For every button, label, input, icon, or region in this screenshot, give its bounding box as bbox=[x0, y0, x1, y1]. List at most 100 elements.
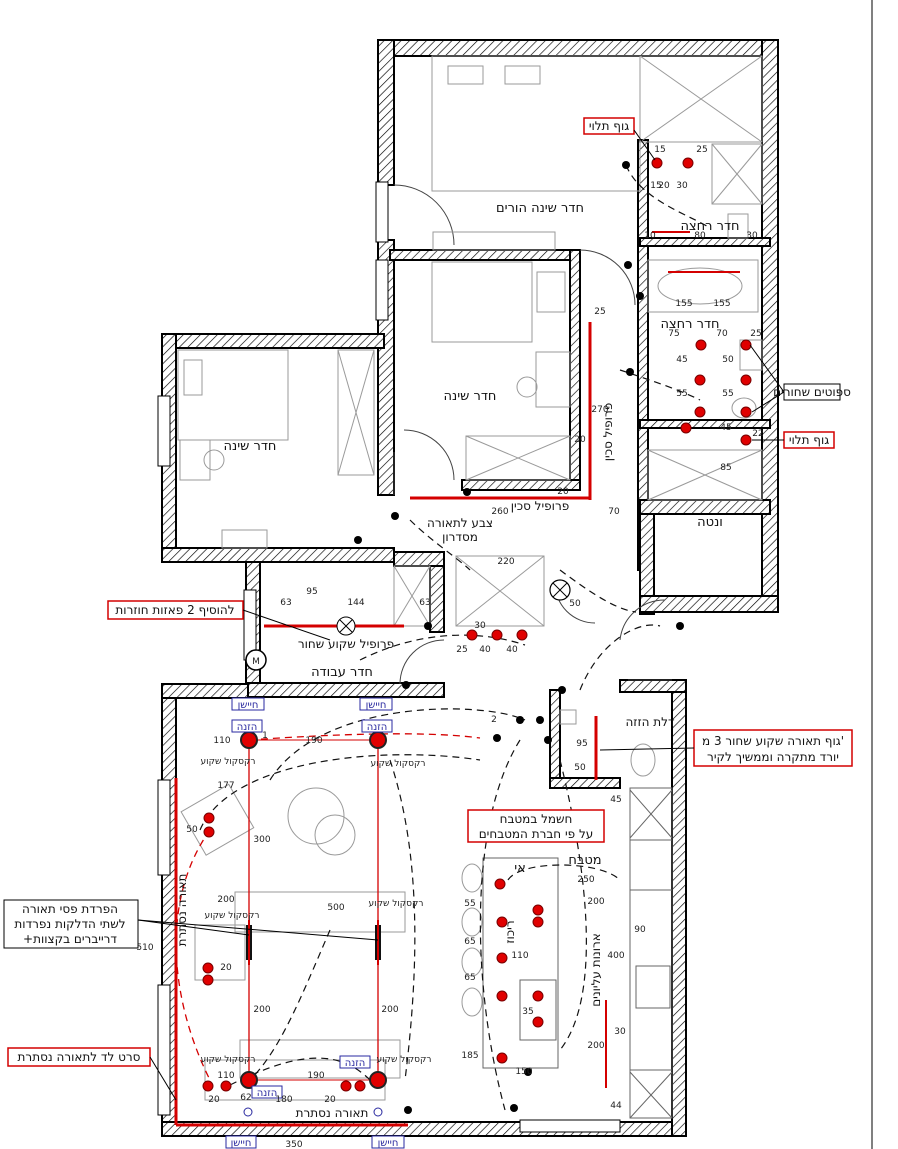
svg-text:260: 260 bbox=[491, 507, 508, 517]
note-spine-profile: פרופיל סכין bbox=[511, 499, 569, 513]
svg-text:30: 30 bbox=[746, 231, 758, 241]
svg-text:25: 25 bbox=[696, 145, 707, 155]
svg-text:220: 220 bbox=[497, 557, 514, 567]
svg-text:350: 350 bbox=[285, 1140, 302, 1149]
note-spine-profile-vertical: פרופיל סכין bbox=[601, 403, 615, 461]
svg-text:25: 25 bbox=[594, 307, 605, 317]
svg-text:10: 10 bbox=[644, 231, 656, 241]
svg-text:20: 20 bbox=[220, 963, 232, 973]
svg-text:45: 45 bbox=[720, 423, 731, 433]
svg-text:200: 200 bbox=[381, 1005, 398, 1015]
svg-text:30: 30 bbox=[676, 181, 688, 191]
svg-text:180: 180 bbox=[275, 1095, 292, 1105]
svg-text:95: 95 bbox=[576, 739, 587, 749]
svg-text:50: 50 bbox=[722, 355, 734, 365]
svg-text:1: 1 bbox=[262, 731, 268, 741]
linear-lights bbox=[246, 920, 381, 965]
svg-text:150: 150 bbox=[515, 1067, 532, 1077]
svg-text:200: 200 bbox=[587, 1041, 604, 1051]
svg-text:62: 62 bbox=[240, 1093, 251, 1103]
svg-text:177: 177 bbox=[217, 781, 234, 791]
svg-text:20: 20 bbox=[658, 181, 670, 191]
room-island: אי bbox=[514, 861, 526, 876]
tags: חיישן הזנה חיישן הזנה הזנה הזנה חיישן חי… bbox=[225, 697, 405, 1149]
note-recessed-2: רקסקול שקוע bbox=[371, 759, 426, 769]
svg-text:40: 40 bbox=[506, 645, 518, 655]
svg-text:30: 30 bbox=[474, 621, 486, 631]
svg-text:200: 200 bbox=[587, 897, 604, 907]
note-corridor-color: צבע לתאורה bbox=[427, 516, 493, 530]
svg-text:70: 70 bbox=[608, 507, 620, 517]
svg-text:55: 55 bbox=[464, 899, 475, 909]
note-light-body-1: גוף תאורה שקוע שחור 3 מ' bbox=[702, 734, 844, 748]
note-pendant-bottom: גוף תלוי bbox=[789, 433, 829, 447]
room-parents-bedroom: חדר שינה הורים bbox=[496, 201, 584, 216]
note-kitchen-under: ריכוז bbox=[503, 920, 517, 943]
tag-sensor-3: חיישן bbox=[231, 1138, 252, 1149]
meter-icon: M bbox=[245, 649, 267, 671]
svg-text:63: 63 bbox=[280, 598, 291, 608]
svg-text:75: 75 bbox=[668, 329, 679, 339]
svg-text:85: 85 bbox=[720, 463, 731, 473]
svg-text:2: 2 bbox=[491, 715, 497, 725]
note-recessed-6: רקסקול שקוע bbox=[377, 1055, 432, 1065]
note-separation-2: לשתי הדלקות נפרדות bbox=[14, 917, 125, 931]
tag-sensor-2: חיישן bbox=[366, 700, 387, 711]
svg-text:300: 300 bbox=[253, 835, 270, 845]
note-shower-door: דלת הזזה bbox=[625, 715, 675, 729]
svg-text:155: 155 bbox=[675, 299, 692, 309]
svg-text:30: 30 bbox=[614, 1027, 626, 1037]
svg-text:65: 65 bbox=[464, 973, 475, 983]
note-light-body-2: יורד מתקרה וממשיך לקיר bbox=[707, 750, 839, 764]
svg-text:185: 185 bbox=[461, 1051, 478, 1061]
svg-text:55: 55 bbox=[722, 389, 733, 399]
tag-sensor-1: חיישן bbox=[238, 700, 259, 711]
doors bbox=[393, 184, 672, 685]
dimensions: 15 25 15 20 30 10 80 30 155 155 75 70 25… bbox=[136, 145, 763, 1149]
note-kitchen-cabinets: ארונות עליונים bbox=[589, 933, 603, 1007]
note-separation-3: +דרייברים בקצוות bbox=[23, 932, 117, 946]
room-bath-2: חדר רחצה bbox=[660, 317, 719, 332]
svg-text:20: 20 bbox=[574, 435, 586, 445]
svg-text:50: 50 bbox=[574, 763, 586, 773]
svg-text:50: 50 bbox=[186, 825, 198, 835]
svg-text:110: 110 bbox=[511, 951, 528, 961]
windows bbox=[157, 181, 621, 1133]
svg-text:20: 20 bbox=[324, 1095, 336, 1105]
svg-text:20: 20 bbox=[208, 1095, 220, 1105]
svg-text:44: 44 bbox=[610, 1101, 622, 1111]
svg-text:190: 190 bbox=[307, 1071, 324, 1081]
svg-text:95: 95 bbox=[306, 587, 317, 597]
svg-text:22: 22 bbox=[752, 429, 763, 439]
note-separation-1: הפרדת פסי תאורה bbox=[22, 902, 118, 916]
room-bath-1: חדר רחצה bbox=[680, 219, 739, 234]
tag-hanger-4: הזנה bbox=[257, 1088, 278, 1099]
svg-text:55: 55 bbox=[676, 389, 687, 399]
svg-text:35: 35 bbox=[522, 1007, 533, 1017]
svg-text:70: 70 bbox=[716, 329, 728, 339]
note-corridor-color-2: מסדרון bbox=[442, 530, 478, 544]
note-pendant-top: גוף תלוי bbox=[589, 119, 629, 133]
note-black-spots: ספוטים שחורים bbox=[773, 385, 851, 399]
svg-text:250: 250 bbox=[577, 875, 594, 885]
red-profiles bbox=[174, 231, 740, 1127]
room-kitchen: מטבח bbox=[568, 853, 601, 868]
svg-text:200: 200 bbox=[217, 895, 234, 905]
svg-text:144: 144 bbox=[347, 598, 364, 608]
svg-text:40: 40 bbox=[479, 645, 491, 655]
note-led-strip: סרט לד לתאורה נסתרת bbox=[18, 1050, 141, 1064]
svg-text:500: 500 bbox=[327, 903, 344, 913]
svg-text:15: 15 bbox=[650, 181, 661, 191]
room-work: חדר עבודה bbox=[311, 665, 373, 680]
svg-text:15: 15 bbox=[654, 145, 665, 155]
svg-text:M: M bbox=[252, 657, 260, 667]
note-recessed-5: רקסקול שקוע bbox=[201, 1055, 256, 1065]
svg-text:20: 20 bbox=[557, 487, 569, 497]
room-labels: חדר שינה הורים חדר שינה חדר שינה חדר עבו… bbox=[224, 201, 740, 876]
room-bedroom-1: חדר שינה bbox=[224, 439, 277, 454]
svg-text:510: 510 bbox=[136, 943, 153, 953]
callouts: גוף תלוי ספוטים שחורים גוף תלוי להוסיף 2… bbox=[3, 117, 853, 1120]
svg-text:200: 200 bbox=[253, 1005, 270, 1015]
svg-text:400: 400 bbox=[607, 951, 624, 961]
tag-sensor-4: חיישן bbox=[378, 1138, 399, 1149]
